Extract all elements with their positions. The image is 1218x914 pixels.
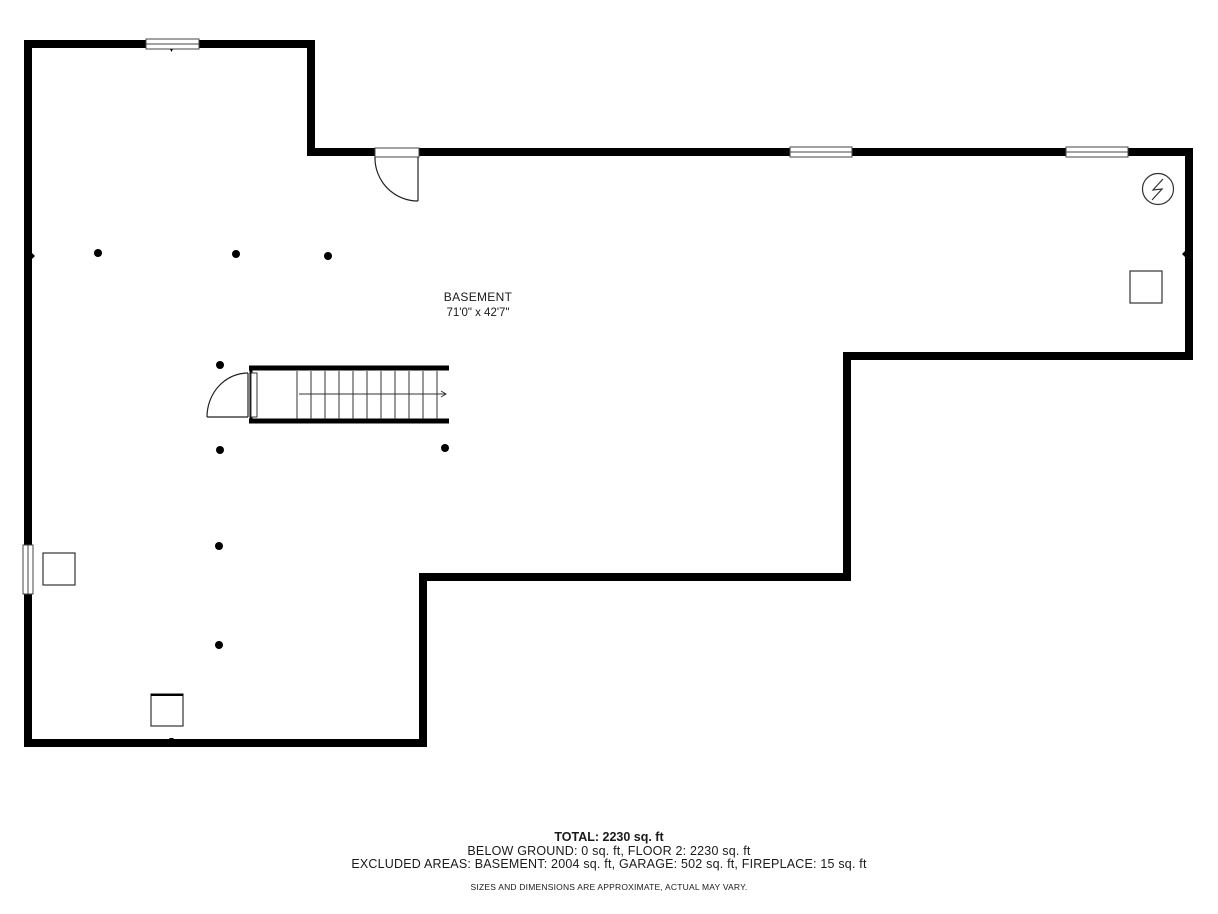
door-top — [374, 147, 420, 202]
wall-marker-left — [32, 253, 35, 259]
post — [215, 542, 223, 550]
post — [232, 250, 240, 258]
utility-box-bottom — [150, 693, 184, 727]
electrical-panel-icon — [1141, 172, 1175, 206]
utility-box-left — [42, 552, 76, 586]
wall-marker-bottom — [169, 738, 174, 741]
post — [216, 361, 224, 369]
post — [94, 249, 102, 257]
window-left-wall — [22, 544, 34, 595]
stair-direction-arrow — [440, 390, 447, 398]
room-label-basement: BASEMENT 71'0" x 42'7" — [418, 289, 538, 321]
window-top-middle — [789, 146, 853, 158]
disclaimer: SIZES AND DIMENSIONS ARE APPROXIMATE, AC… — [470, 882, 748, 892]
room-name: BASEMENT — [443, 290, 513, 304]
below-ground-area: BELOW GROUND: 0 sq. ft, FLOOR 2: 2230 sq… — [467, 844, 751, 858]
staircase — [206, 365, 449, 424]
excluded-areas: EXCLUDED AREAS: BASEMENT: 2004 sq. ft, G… — [351, 857, 867, 871]
post — [441, 444, 449, 452]
exterior-walls — [24, 40, 1193, 747]
floor-plan — [22, 38, 1193, 747]
window-top-left — [145, 38, 200, 52]
total-area: TOTAL: 2230 sq. ft — [554, 830, 664, 844]
support-posts — [94, 249, 449, 649]
utility-box-right — [1129, 270, 1163, 304]
post — [215, 641, 223, 649]
window-top-right — [1065, 146, 1129, 158]
post — [324, 252, 332, 260]
wall-marker-right — [1182, 251, 1185, 257]
post — [216, 446, 224, 454]
room-dimensions: 71'0" x 42'7" — [446, 307, 510, 319]
